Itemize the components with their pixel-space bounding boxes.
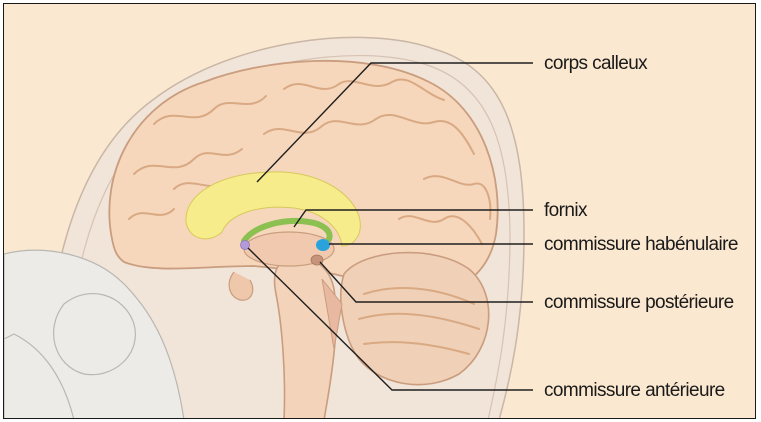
label-fornix: fornix <box>544 200 588 221</box>
diagram-frame: corps calleux fornix commissure habénula… <box>3 3 756 419</box>
habenular-commissure <box>316 239 330 251</box>
label-habenular-commissure: commissure habénulaire <box>544 234 738 255</box>
orbit-bone <box>54 294 136 375</box>
label-anterior-commissure: commissure antérieure <box>544 380 725 401</box>
label-corpus-callosum: corps calleux <box>544 53 648 74</box>
label-posterior-commissure: commissure postérieure <box>544 292 734 313</box>
brain-sagittal-diagram: corps calleux fornix commissure habénula… <box>4 4 756 419</box>
